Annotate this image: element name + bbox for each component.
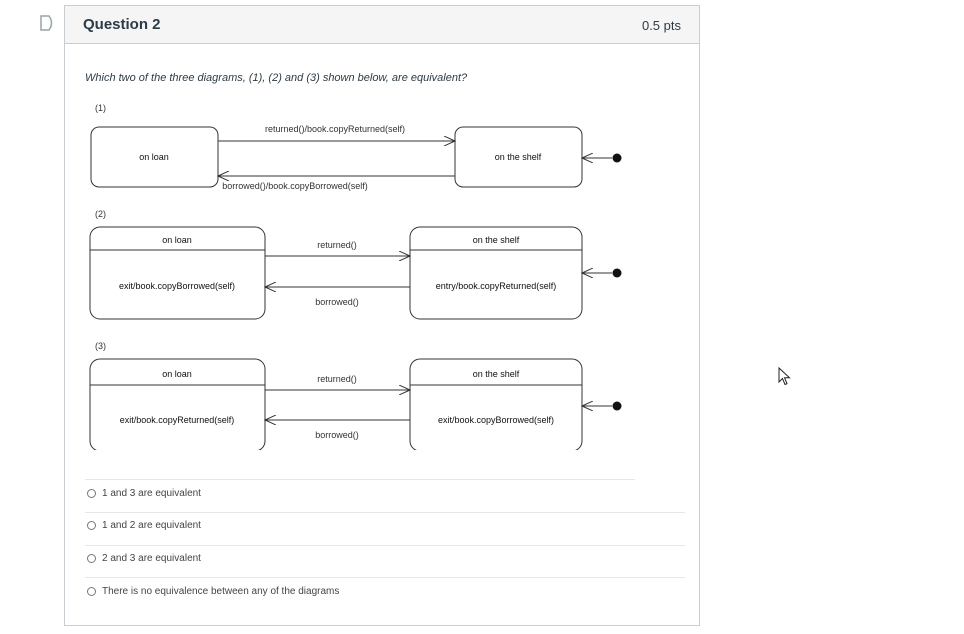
answer-option[interactable]: There is no equivalence between any of t…: [87, 586, 339, 597]
initial-state-dot: [612, 401, 622, 411]
answer-option-label: 2 and 3 are equivalent: [102, 553, 201, 564]
transition-label-borrowed: borrowed()/book.copyBorrowed(self): [222, 181, 368, 191]
transition-label-borrowed: borrowed(): [315, 297, 359, 307]
radio-button[interactable]: [87, 587, 96, 596]
question-title: Question 2: [83, 16, 161, 33]
answer-option-label: There is no equivalence between any of t…: [102, 586, 340, 597]
radio-button[interactable]: [87, 554, 96, 563]
state-on-loan-exit-action: exit/book.copyBorrowed(self): [119, 281, 235, 291]
transition-label-returned: returned(): [317, 240, 357, 250]
diagram-2-label: (2): [95, 209, 106, 219]
state-diagrams-figure: (1) on loan on the shelf returned()/book…: [89, 103, 622, 450]
transition-label-returned: returned(): [317, 374, 357, 384]
state-on-the-shelf-entry-action: entry/book.copyReturned(self): [436, 281, 557, 291]
option-divider: [85, 545, 685, 546]
diagram-2: (2) on loan exit/book.copyBorrowed(self)…: [89, 209, 622, 320]
transition-label-borrowed: borrowed(): [315, 430, 359, 440]
answer-option[interactable]: 2 and 3 are equivalent: [87, 553, 201, 564]
radio-button[interactable]: [87, 489, 96, 498]
mouse-pointer-icon: [778, 366, 792, 392]
answer-option[interactable]: 1 and 2 are equivalent: [87, 520, 201, 531]
option-divider: [85, 512, 685, 513]
question-header: Question 2 0.5 pts: [65, 6, 699, 44]
diagram-3: (3) on loan exit/book.copyReturned(self)…: [89, 341, 622, 450]
diagram-1: (1) on loan on the shelf returned()/book…: [90, 103, 622, 191]
initial-state-dot: [612, 153, 622, 163]
question-card: Question 2 0.5 pts Which two of the thre…: [64, 5, 700, 626]
state-on-loan-label: on loan: [162, 235, 192, 245]
diagram-1-label: (1): [95, 103, 106, 113]
diagram-3-label: (3): [95, 341, 106, 351]
transition-label-returned: returned()/book.copyReturned(self): [265, 124, 405, 134]
answer-option-label: 1 and 3 are equivalent: [102, 488, 201, 499]
radio-button[interactable]: [87, 521, 96, 530]
state-on-the-shelf-exit-action: exit/book.copyBorrowed(self): [438, 415, 554, 425]
answer-option-label: 1 and 2 are equivalent: [102, 520, 201, 531]
option-divider: [85, 577, 685, 578]
state-on-loan-label: on loan: [162, 369, 192, 379]
state-on-the-shelf-label: on the shelf: [495, 152, 542, 162]
state-on-loan: [90, 126, 219, 188]
state-on-loan: [89, 358, 266, 450]
initial-state-dot: [612, 268, 622, 278]
answer-option[interactable]: 1 and 3 are equivalent: [87, 488, 201, 499]
state-on-loan-label: on loan: [139, 152, 169, 162]
question-text: Which two of the three diagrams, (1), (2…: [85, 72, 468, 84]
flag-question-icon[interactable]: [38, 14, 56, 32]
question-points: 0.5 pts: [641, 18, 681, 33]
state-on-the-shelf-label: on the shelf: [473, 369, 520, 379]
state-on-loan-exit-action: exit/book.copyReturned(self): [120, 415, 235, 425]
state-on-the-shelf-label: on the shelf: [473, 235, 520, 245]
option-divider: [85, 479, 635, 480]
